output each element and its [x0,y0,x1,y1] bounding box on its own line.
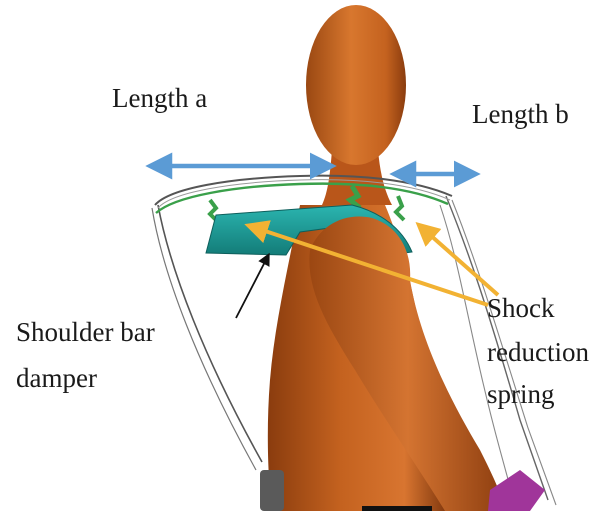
shock-reduction-spring-label-line-3: spring [487,376,555,412]
length-b-label: Length b [472,96,569,132]
damper-pointer-arrow [236,256,268,318]
mannequin-head [306,5,406,165]
shoulder-bar-damper-label-line-2: damper [16,360,97,396]
shoulder-bar-damper-label-line-1: Shoulder bar [16,314,155,350]
shock-reduction-spring-label-line-2: reduction [487,334,589,370]
shock-reduction-spring-label-line-1: Shock [487,290,555,326]
length-a-label: Length a [112,80,207,116]
